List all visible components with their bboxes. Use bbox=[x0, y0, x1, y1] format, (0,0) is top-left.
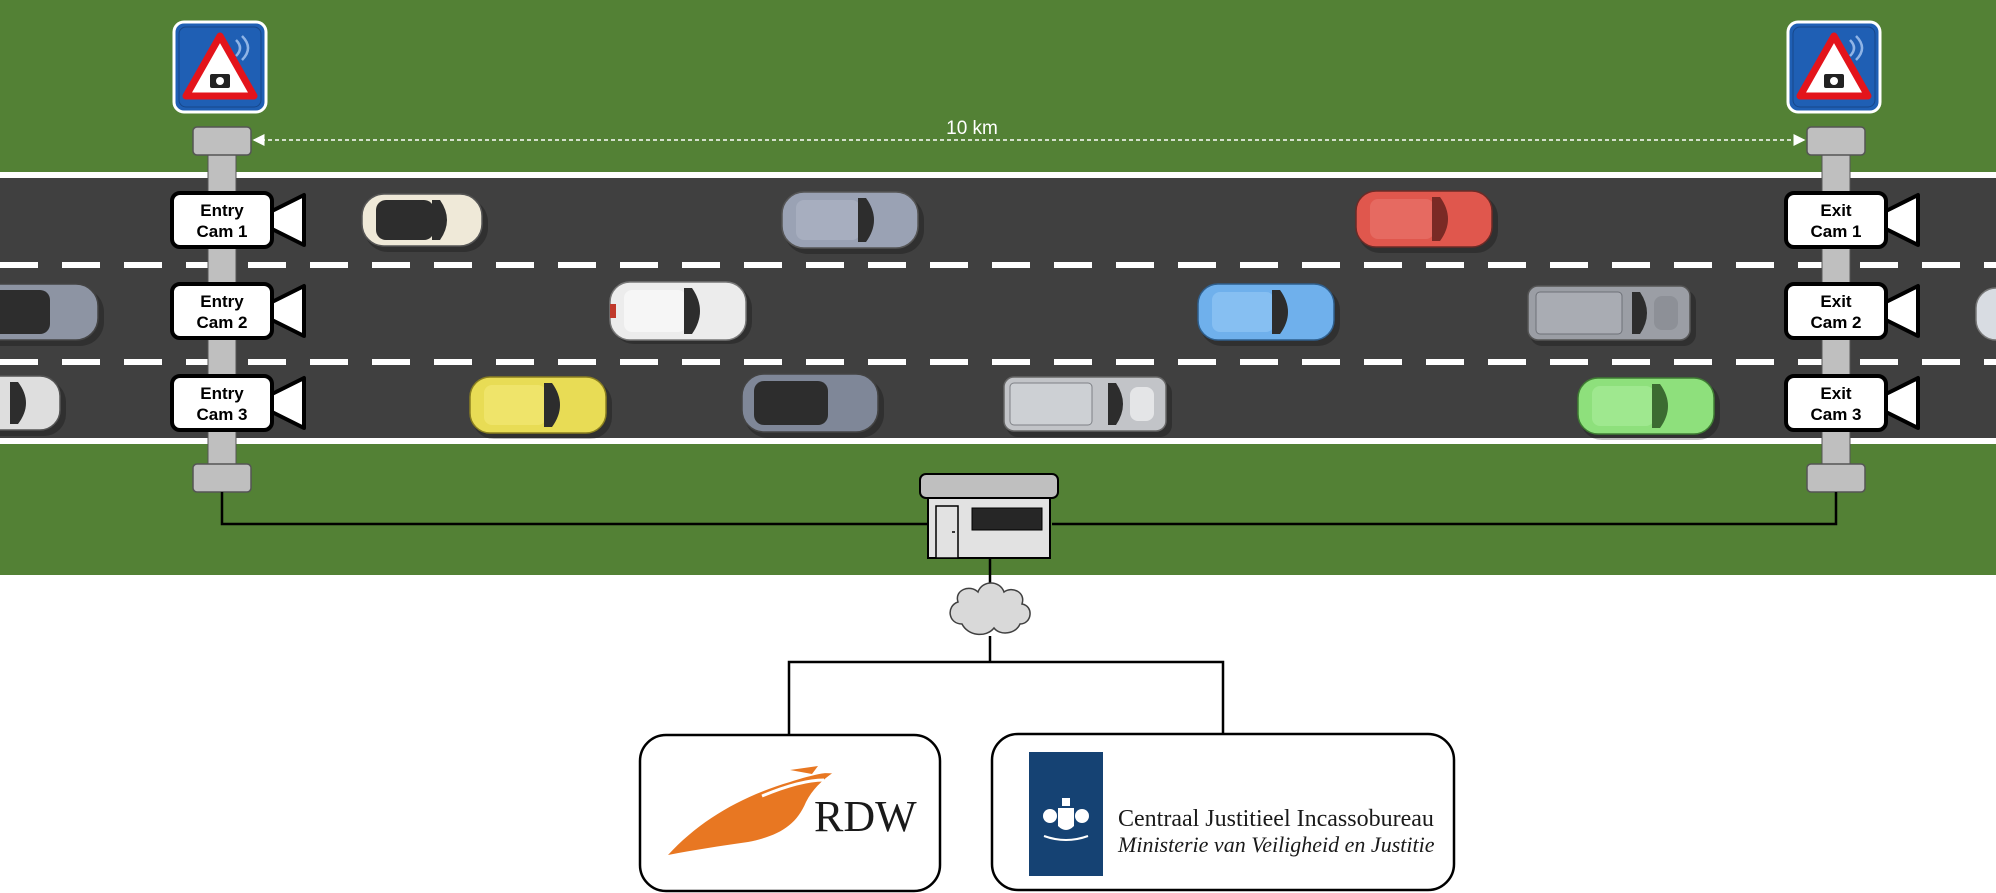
cjib-logo bbox=[1029, 752, 1103, 876]
bus-line bbox=[787, 660, 1225, 735]
coat-of-arms-icon bbox=[1058, 808, 1074, 830]
exit-cam-1-line2: Cam 1 bbox=[1810, 222, 1861, 241]
entry-cam-1-line2: Cam 1 bbox=[196, 222, 247, 241]
speed-camera-sign-exit bbox=[1786, 20, 1882, 114]
rdw-box: RDW bbox=[638, 733, 942, 893]
distance-label: 10 km bbox=[946, 118, 998, 139]
vehicle-pickup bbox=[1527, 285, 1696, 346]
exit-cam-3-line1: Exit bbox=[1820, 384, 1852, 403]
cjib-subtitle: Ministerie van Veiligheid en Justitie bbox=[1117, 832, 1435, 857]
processing-station bbox=[919, 473, 1059, 559]
network-connections bbox=[220, 492, 1838, 735]
exit-cam-2-line1: Exit bbox=[1820, 292, 1852, 311]
vehicle-pickup bbox=[1003, 376, 1172, 437]
cjib-title: Centraal Justitieel Incassobureau bbox=[1118, 806, 1434, 832]
entry-pole-base bbox=[192, 463, 252, 493]
exit-cam-2-line2: Cam 2 bbox=[1810, 313, 1861, 332]
cloud-icon bbox=[949, 582, 1031, 636]
vehicle-car bbox=[469, 376, 612, 439]
entry-to-station-line bbox=[220, 492, 928, 526]
entry-pole-top-cap bbox=[192, 126, 252, 156]
entry-cam-2-line1: Entry bbox=[200, 292, 244, 311]
entry-cam-3-line1: Entry bbox=[200, 384, 244, 403]
entry-cam-1-line1: Entry bbox=[200, 201, 244, 220]
entry-cam-2: Entry Cam 2 bbox=[170, 282, 306, 340]
rdw-label: RDW bbox=[814, 792, 917, 841]
exit-cam-1-line1: Exit bbox=[1820, 201, 1852, 220]
entry-cam-2-line2: Cam 2 bbox=[196, 313, 247, 332]
entry-cam-3: Entry Cam 3 bbox=[170, 374, 306, 432]
vehicle-car bbox=[1355, 190, 1498, 253]
vehicle-car bbox=[781, 191, 924, 254]
vehicle-car bbox=[0, 375, 66, 436]
vehicle-car bbox=[1975, 287, 1996, 341]
exit-to-station-line bbox=[1052, 492, 1838, 526]
rdw-logo bbox=[668, 766, 835, 855]
exit-cam-2: Exit Cam 2 bbox=[1784, 282, 1920, 340]
exit-cam-1: Exit Cam 1 bbox=[1784, 191, 1920, 249]
vehicle-car bbox=[361, 193, 488, 252]
entry-cam-3-line2: Cam 3 bbox=[196, 405, 247, 424]
vehicle-car bbox=[1577, 377, 1720, 440]
vehicle-car bbox=[609, 281, 752, 344]
exit-pole-top-cap bbox=[1806, 126, 1866, 156]
vehicle-car bbox=[741, 373, 884, 438]
exit-pole-base bbox=[1806, 463, 1866, 493]
vehicle-car bbox=[0, 283, 104, 346]
entry-cam-1: Entry Cam 1 bbox=[170, 191, 306, 249]
cjib-box: Centraal Justitieel Incassobureau Minist… bbox=[990, 732, 1456, 892]
exit-cam-3-line2: Cam 3 bbox=[1810, 405, 1861, 424]
exit-cam-3: Exit Cam 3 bbox=[1784, 374, 1920, 432]
speed-camera-sign-entry bbox=[172, 20, 268, 114]
vehicles bbox=[0, 190, 1996, 440]
vehicle-car bbox=[1197, 283, 1340, 346]
